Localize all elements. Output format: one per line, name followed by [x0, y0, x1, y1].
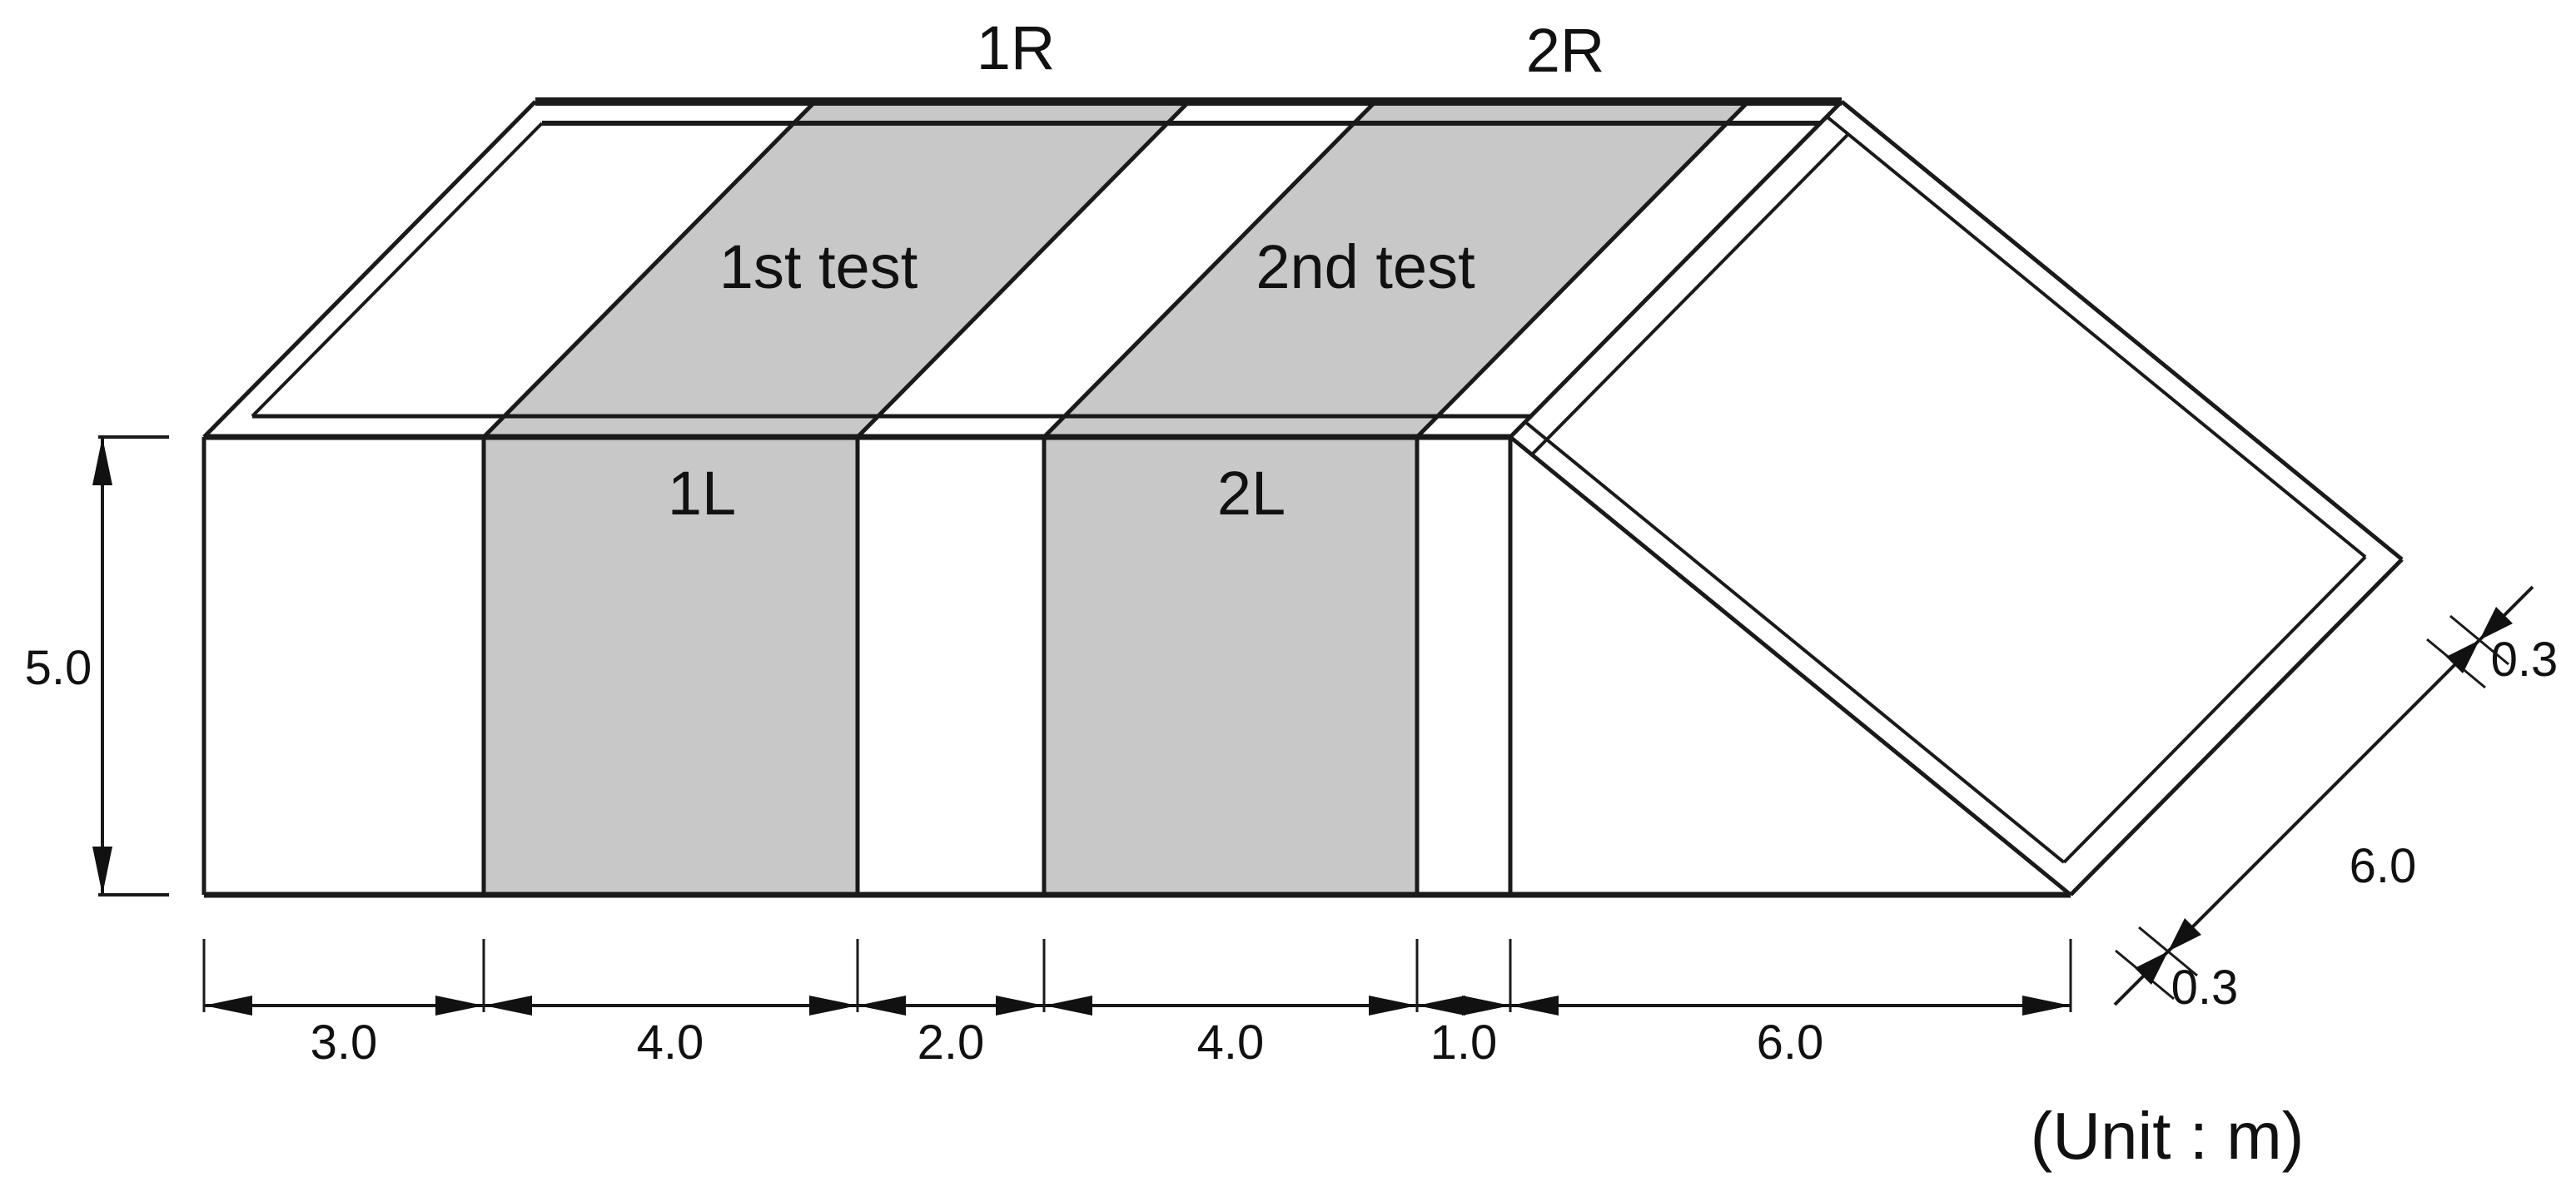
front-face-edges	[201, 437, 2071, 898]
ramp-front-slope-edge	[1509, 435, 2072, 896]
rim-bottom-label: 0.3	[2171, 961, 2239, 1015]
ramp-edges	[1509, 100, 2404, 896]
ramp-hinge-rim-line	[1530, 132, 1850, 456]
depth-dimension: 6.0 0.3 0.3	[2113, 585, 2559, 1015]
bottom-dim-label-1: 3.0	[311, 1016, 378, 1070]
arrowhead	[1510, 996, 1559, 1016]
arrowhead	[1044, 996, 1092, 1016]
depth-dim-label: 6.0	[2350, 839, 2417, 893]
bottom-dim-label-4: 4.0	[1197, 1016, 1265, 1070]
arrowhead	[1462, 996, 1510, 1016]
arrowhead	[809, 996, 858, 1016]
band2-front-face-fill	[1044, 437, 1417, 895]
band2-top-left-edge	[1042, 100, 1377, 439]
band1-front-label: 1L	[668, 459, 736, 528]
arrowhead	[484, 996, 532, 1016]
bottom-dim-label-3: 2.0	[918, 1016, 985, 1070]
unit-note: (Unit : m)	[2031, 1099, 2305, 1173]
arrowhead	[2168, 918, 2201, 951]
band1-top-label: 1R	[977, 13, 1056, 82]
bottom-dim-label-5: 1.0	[1430, 1016, 1498, 1070]
band1-surface-label: 1st test	[719, 232, 918, 301]
height-dim-label: 5.0	[25, 641, 92, 695]
band2-top-right-edge	[1415, 100, 1750, 439]
ramp-outer-rim-line	[1825, 115, 2367, 559]
arrowhead	[2446, 640, 2479, 673]
bottom-dimension: 3.0 4.0 2.0 4.0 1.0 6.0	[202, 939, 2072, 1070]
band1-front-face-fill	[484, 437, 858, 895]
top-band-edges	[482, 100, 1750, 439]
shaded-test-bands	[484, 102, 1748, 895]
band2-surface-label: 2nd test	[1256, 232, 1475, 301]
band2-front-label: 2L	[1217, 459, 1286, 528]
ramp-far-rim-line	[2062, 555, 2367, 864]
arrowhead	[2135, 951, 2168, 985]
bottom-dim-label-2: 4.0	[637, 1016, 704, 1070]
ramp-far-edge	[2069, 558, 2404, 896]
arrowhead	[996, 996, 1044, 1016]
arrowhead	[858, 996, 906, 1016]
bottom-dim-label-6: 6.0	[1757, 1016, 1824, 1070]
rim-top-label: 0.3	[2491, 633, 2559, 687]
arrowhead	[92, 847, 112, 895]
depth-dimension-line	[2166, 638, 2481, 953]
band2-top-surface-fill	[1044, 102, 1748, 437]
band1-top-left-edge	[482, 100, 817, 439]
height-dimension: 5.0	[25, 435, 169, 896]
band1-top-surface-fill	[484, 102, 1189, 437]
arrowhead	[1369, 996, 1417, 1016]
arrowhead	[2022, 996, 2071, 1016]
arrowhead	[435, 996, 484, 1016]
arrowhead	[2479, 607, 2513, 640]
ramp-front-rim-line	[1524, 420, 2066, 864]
band2-top-label: 2R	[1526, 16, 1605, 85]
top-right-hinge-edge	[1509, 100, 1843, 439]
zone-labels: 1R 2R 1st test 2nd test 1L 2L	[668, 13, 1604, 528]
top-left-rim-line	[251, 122, 544, 418]
top-left-edge	[202, 100, 537, 439]
arrowhead	[92, 437, 112, 485]
arrowhead	[1417, 996, 1465, 1016]
band1-top-right-edge	[856, 100, 1191, 439]
ramp-outer-edge	[1840, 100, 2404, 561]
arrowhead	[204, 996, 252, 1016]
